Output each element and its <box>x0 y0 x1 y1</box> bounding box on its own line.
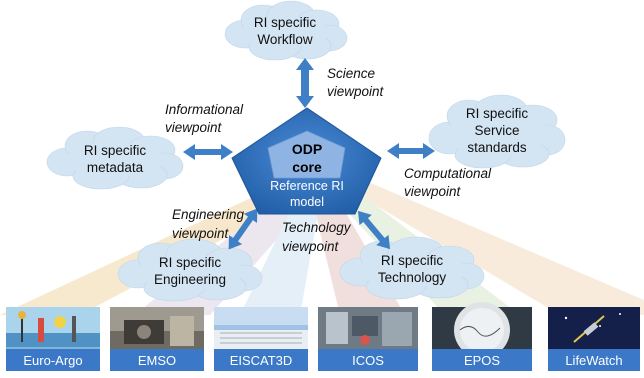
odp-core-inner <box>267 130 346 179</box>
cloud-metadata-line2: metadata <box>87 160 144 175</box>
technology-viewpoint-line2: viewpoint <box>282 239 340 254</box>
tile-euro-argo-label: Euro-Argo <box>23 353 82 368</box>
informational-viewpoint-line2: viewpoint <box>165 120 223 135</box>
tile-icos-label: ICOS <box>352 353 384 368</box>
tile-emso-label: EMSO <box>138 353 176 368</box>
science-viewpoint-line1: Science <box>327 66 375 81</box>
technology-viewpoint-line1: Technology <box>282 220 352 235</box>
computational-viewpoint-line2: viewpoint <box>404 184 462 199</box>
cloud-workflow-line2: Workflow <box>257 32 313 47</box>
cloud-metadata: RI specific metadata <box>46 126 184 190</box>
tile-epos-label: EPOS <box>464 353 500 368</box>
core-subtitle-line2: model <box>290 195 324 209</box>
arrow-science <box>296 58 314 108</box>
cloud-technology-line2: Technology <box>378 270 447 285</box>
tile-eiscat3d: EISCAT3D <box>214 307 308 371</box>
arrow-engineering <box>228 208 258 250</box>
core-subtitle-line1: Reference RI <box>270 179 344 193</box>
core-title-line1: ODP <box>292 141 322 157</box>
computational-viewpoint-line1: Computational <box>404 166 492 181</box>
ray-lifewatch <box>320 172 644 315</box>
tile-lifewatch: LifeWatch <box>548 307 640 371</box>
cloud-engineering-line2: Engineering <box>154 272 226 287</box>
cloud-metadata-line1: RI specific <box>84 143 147 158</box>
cloud-service-line1: RI specific <box>466 106 529 121</box>
science-viewpoint-line2: viewpoint <box>327 84 385 99</box>
cloud-service: RI specific Service standards <box>428 94 566 169</box>
arrow-informational <box>183 144 233 160</box>
cloud-engineering-line1: RI specific <box>159 255 222 270</box>
tile-eiscat3d-label: EISCAT3D <box>230 353 293 368</box>
viewpoint-arrows <box>183 58 435 250</box>
core-title-line2: core <box>292 159 322 175</box>
tile-icos: ICOS <box>318 307 418 371</box>
cloud-service-line3: standards <box>467 140 527 155</box>
engineering-viewpoint-line1: Engineering <box>172 207 245 222</box>
cloud-workflow-line1: RI specific <box>254 15 317 30</box>
cloud-workflow: RI specific Workflow <box>224 0 348 61</box>
tile-lifewatch-label: LifeWatch <box>565 353 622 368</box>
cloud-service-line2: Service <box>474 123 519 138</box>
engineering-viewpoint-line2: viewpoint <box>172 226 230 241</box>
odp-core-pentagon: ODP core Reference RI model <box>231 107 382 215</box>
arrow-technology <box>357 210 391 250</box>
tile-epos: EPOS <box>432 302 532 371</box>
tile-emso: EMSO <box>110 307 204 371</box>
cloud-engineering: RI specific Engineering <box>117 238 263 302</box>
cloud-technology-line1: RI specific <box>381 253 444 268</box>
arrow-computational <box>387 143 435 159</box>
cloud-technology: RI specific Technology <box>339 236 485 300</box>
tile-euro-argo: Euro-Argo <box>6 307 100 371</box>
informational-viewpoint-line1: Informational <box>165 102 244 117</box>
